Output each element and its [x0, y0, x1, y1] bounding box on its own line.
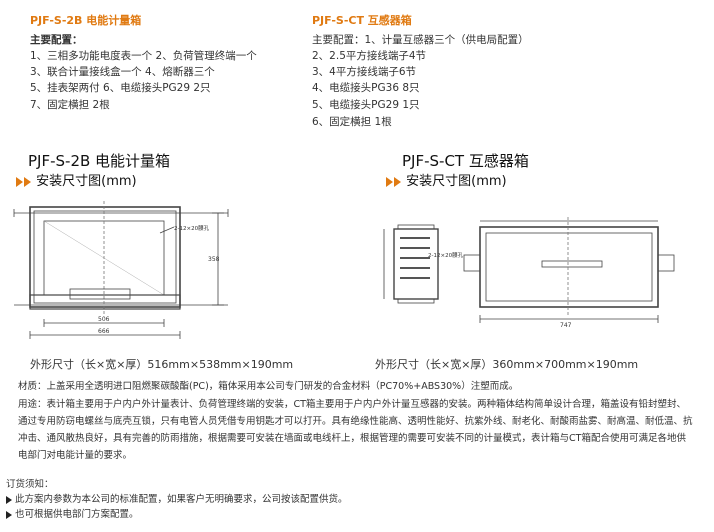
right-config-line-5: 5、电缆接头PG29 1只 [312, 99, 420, 111]
left-dim-inner: 506 [98, 316, 110, 323]
right-config-line-2: 2、2.5平方接线端子4节 [312, 50, 427, 62]
order-title: 订货须知： [6, 479, 54, 490]
left-config-line-2: 3、联合计量接线盒一个 4、熔断器三个 [30, 66, 215, 78]
orange-arrow-icon [24, 176, 31, 187]
orange-arrow-icon [386, 176, 393, 187]
right-section-subtitle: 安装尺寸图(mm) [386, 170, 507, 189]
right-config-line-3: 3、4平方接线端子6节 [312, 66, 417, 78]
left-header-title: PJF-S-2B 电能计量箱 [30, 14, 142, 27]
left-install-drawing: 2-12×20腰孔 358 506 666 [13, 201, 229, 339]
right-config-line-6: 6、固定横担 1根 [312, 116, 392, 128]
order-item-1-text: 此方案内参数为本公司的标准配置，如果客户无明确要求，公司按该配置供货。 [15, 494, 348, 505]
usage-text: 用途：表计箱主要用于户内户外计量表计、负荷管理终端的安装，CT箱主要用于户内户外… [18, 399, 693, 461]
right-dim-width: 747 [560, 322, 572, 329]
left-dim-hole: 2-12×20腰孔 [174, 224, 210, 232]
right-side-view-drawing: 2-12×20腰孔 [383, 224, 464, 304]
left-config-line-4: 7、固定横担 2根 [30, 99, 110, 111]
order-item-2-text: 也可根据供电部门方案配置。 [15, 509, 139, 520]
right-config-line-1: 主要配置：1、计量互感器三个（供电局配置） [312, 34, 529, 46]
order-item-1: 此方案内参数为本公司的标准配置，如果客户无明确要求，公司按该配置供货。 [6, 492, 348, 507]
orange-arrow-icon [16, 176, 23, 187]
right-section-title: PJF-S-CT 互感器箱 [402, 152, 529, 170]
right-dim-hole: 2-12×20腰孔 [428, 251, 464, 259]
right-size-text: 外形尺寸（长×宽×厚）360mm×700mm×190mm [375, 358, 639, 371]
left-config-line-3: 5、挂表架两付 6、电缆接头PG29 2只 [30, 82, 211, 94]
bullet-triangle-icon [6, 510, 12, 519]
left-dim-outer: 666 [98, 328, 110, 335]
order-item-2: 也可根据供电部门方案配置。 [6, 507, 139, 522]
left-size-text: 外形尺寸（长×宽×厚）516mm×538mm×190mm [30, 358, 294, 371]
right-subtitle-text: 安装尺寸图(mm) [406, 174, 507, 189]
left-section-title: PJF-S-2B 电能计量箱 [28, 152, 171, 170]
left-dim-height: 358 [208, 256, 220, 263]
material-text: 材质：上盖采用全透明进口阻燃聚碳酸酯(PC)，箱体采用本公司专门研发的合金材料（… [18, 381, 519, 392]
left-section-subtitle: 安装尺寸图(mm) [16, 170, 137, 189]
right-front-view-drawing: 747 [463, 217, 675, 329]
right-config-line-4: 4、电缆接头PG36 8只 [312, 82, 420, 94]
left-config-line-1: 1、三相多功能电度表一个 2、负荷管理终端一个 [30, 50, 257, 62]
right-header-title: PJF-S-CT 互感器箱 [312, 14, 412, 27]
orange-arrow-icon [394, 176, 401, 187]
bullet-triangle-icon [6, 495, 12, 504]
left-config-title: 主要配置： [30, 34, 83, 46]
left-subtitle-text: 安装尺寸图(mm) [36, 174, 137, 189]
